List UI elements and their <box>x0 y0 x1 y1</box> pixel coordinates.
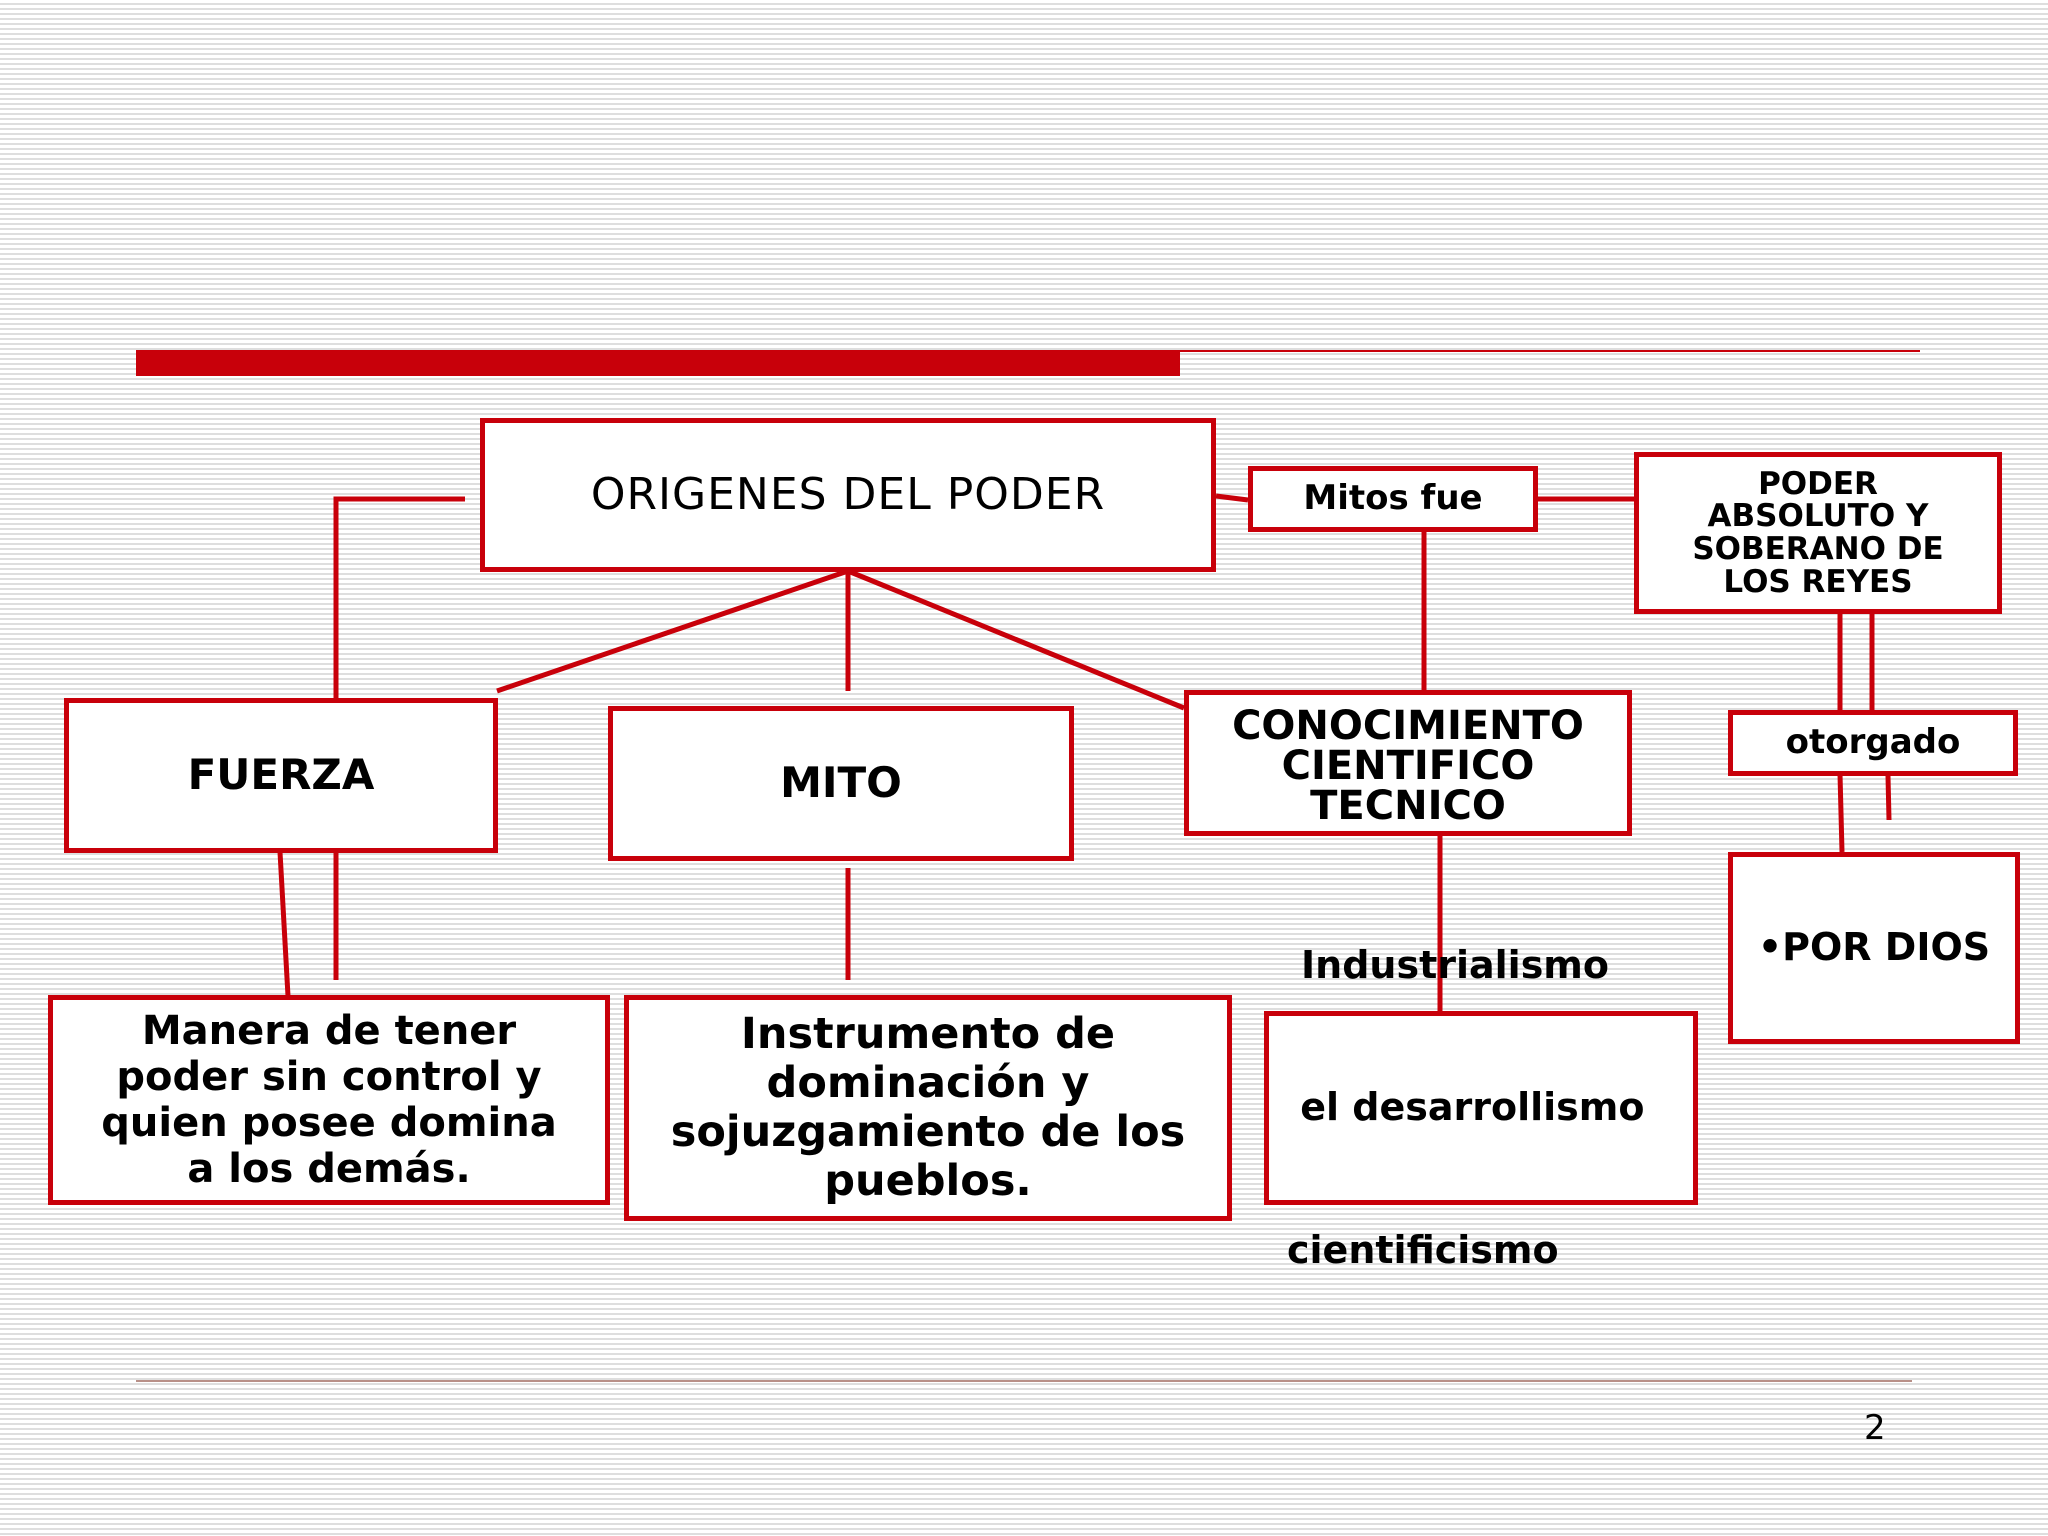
node-mito-label: MITO <box>780 758 902 808</box>
fuerza-desc-line-3: quien posee domina <box>101 1100 557 1146</box>
node-mitos-fue-label: Mitos fue <box>1303 478 1483 519</box>
node-poder-line-4: LOS REYES <box>1723 563 1913 600</box>
node-conocimiento-line-1: CONOCIMIENTO <box>1232 703 1584 749</box>
node-conocimiento: CONOCIMIENTO CIENTIFICO TECNICO <box>1184 690 1632 836</box>
connector-fuerza-desc-a <box>277 851 291 997</box>
mito-desc-line-3: sojuzgamiento de los <box>670 1107 1186 1157</box>
node-fuerza-desc: Manera de tener poder sin control y quie… <box>48 995 610 1205</box>
node-poder-line-1: PODER <box>1758 465 1878 502</box>
fuerza-desc-line-4: a los demás. <box>187 1146 471 1192</box>
root-node-origenes: ORIGENES DEL PODER <box>480 418 1216 572</box>
mito-desc-line-2: dominación y <box>766 1057 1090 1108</box>
connector-root-fuerza-left <box>333 496 465 700</box>
fuerza-desc-line-2: poder sin control y <box>116 1054 542 1100</box>
node-por-dios: •POR DIOS <box>1728 852 2020 1044</box>
connector-otorgado-stub <box>1885 775 1892 821</box>
connector-root-conocimiento <box>847 568 1185 711</box>
node-mito: MITO <box>608 706 1074 861</box>
node-mito-desc: Instrumento de dominación y sojuzgamient… <box>624 995 1232 1221</box>
connector-otorgado-pordios <box>1837 773 1845 853</box>
header-bar-thick <box>136 350 1180 376</box>
node-por-dios-label: •POR DIOS <box>1757 925 1991 970</box>
node-poder-line-2: ABSOLUTO Y <box>1707 498 1929 535</box>
node-otorgado-label: otorgado <box>1785 722 1961 763</box>
node-mitos-fue: Mitos fue <box>1248 466 1538 532</box>
conocimiento-desc-line-3: cientificismo <box>1287 1227 1559 1272</box>
conocimiento-desc-line-1: Industrialismo <box>1301 942 1610 987</box>
node-fuerza: FUERZA <box>64 698 498 853</box>
node-otorgado: otorgado <box>1728 710 2018 776</box>
conocimiento-desc-line-2: el desarrollismo <box>1287 1085 1645 1130</box>
connector-root-mitosfue <box>1215 493 1249 503</box>
header-bar-thin <box>1180 350 1920 352</box>
node-poder-absoluto: PODER ABSOLUTO Y SOBERANO DE LOS REYES <box>1634 452 2002 614</box>
node-poder-line-3: SOBERANO DE <box>1692 531 1944 567</box>
node-fuerza-label: FUERZA <box>187 750 375 800</box>
fuerza-desc-line-1: Manera de tener <box>141 1008 517 1054</box>
mito-desc-line-1: Instrumento de <box>740 1008 1116 1059</box>
node-conocimiento-line-2: CIENTIFICO <box>1281 743 1535 789</box>
mito-desc-line-4: pueblos. <box>824 1156 1032 1207</box>
connector-root-fuerza <box>496 568 849 694</box>
node-conocimiento-desc: Industrialismo el desarrollismo cientifi… <box>1264 943 1698 1272</box>
node-conocimiento-line-3: TECNICO <box>1310 783 1506 829</box>
page-number: 2 <box>1864 1408 1886 1448</box>
footer-rule <box>136 1380 1912 1382</box>
root-node-label: ORIGENES DEL PODER <box>590 468 1106 520</box>
